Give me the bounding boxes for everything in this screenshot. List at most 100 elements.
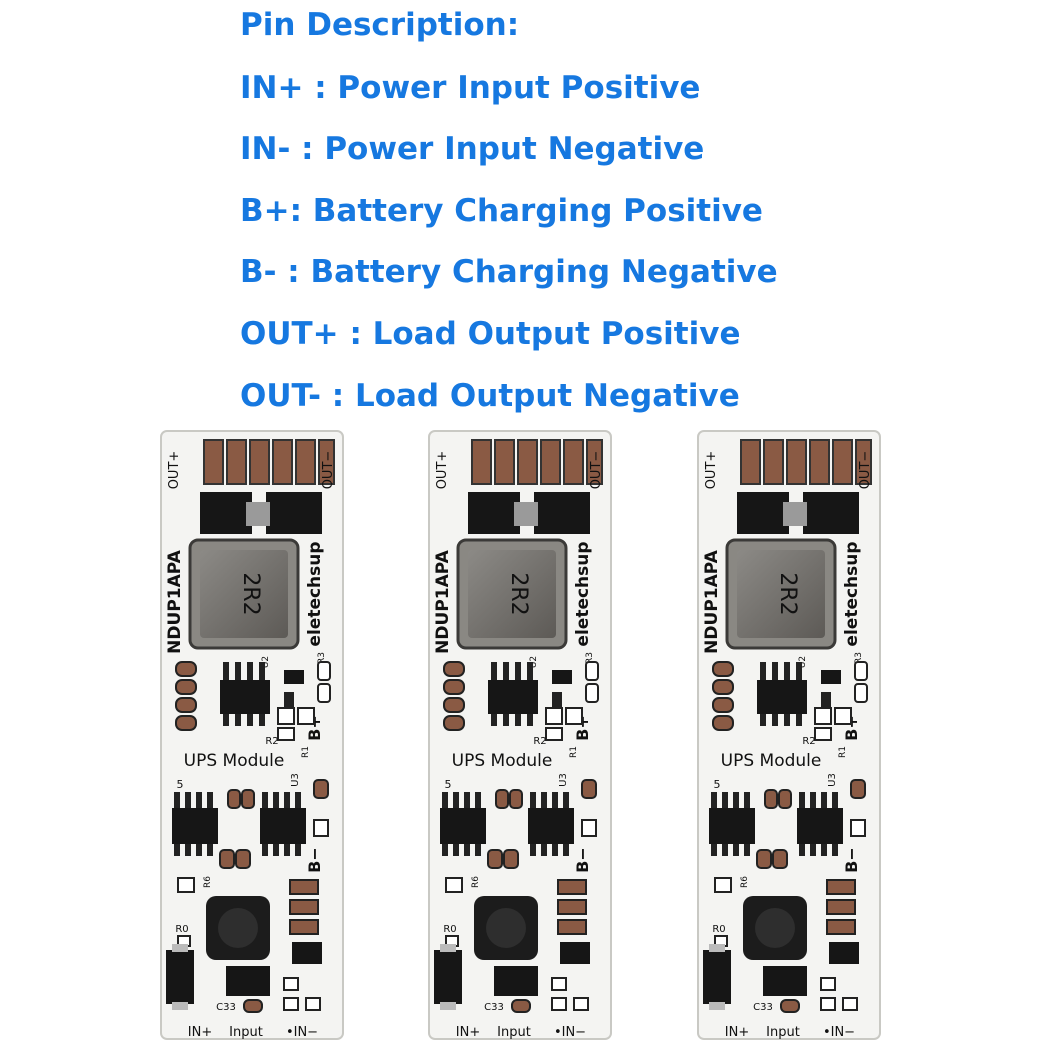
in-plus-label: IN+ — [188, 1025, 212, 1040]
ups-module-label: UPS Module — [452, 751, 553, 771]
out-plus-label: OUT+ — [435, 451, 450, 490]
output-capacitors — [471, 439, 603, 485]
ref-c33: C33 — [753, 1002, 773, 1013]
ref-c33: C33 — [484, 1002, 504, 1013]
out-plus-label: OUT+ — [167, 451, 182, 490]
input-label: Input — [497, 1025, 531, 1040]
input-diode — [166, 944, 194, 1010]
ref-r0: R0 — [175, 924, 188, 935]
mosfet-left — [200, 492, 252, 534]
pin-in-plus-description: IN+ : Power Input Positive — [240, 69, 701, 106]
pin-description-heading: Pin Description: — [240, 7, 520, 43]
input-label: Input — [229, 1025, 263, 1040]
pin-out-minus-description: OUT- : Load Output Negative — [240, 377, 740, 414]
ref-5: 5 — [445, 778, 452, 791]
main-inductor: 2R2 — [725, 538, 837, 650]
ref-r0: R0 — [712, 924, 725, 935]
small-inductor — [206, 896, 270, 960]
ref-r1: R1 — [301, 746, 311, 758]
main-inductor: 2R2 — [456, 538, 568, 650]
ref-r6: R6 — [740, 876, 750, 888]
ref-u2: U2 — [261, 656, 271, 668]
brand-label: eletechsup — [842, 541, 862, 646]
mosfet-right — [266, 492, 322, 534]
left-capacitors — [443, 661, 465, 731]
ic-u3 — [528, 792, 574, 856]
in-minus-label: •IN− — [823, 1025, 855, 1040]
input-mosfet — [494, 966, 538, 996]
ref-r2: R2 — [265, 736, 278, 747]
inductor-mark: 2R2 — [506, 572, 531, 615]
input-diode — [703, 944, 731, 1010]
ref-u2: U2 — [529, 656, 539, 668]
in-plus-label: IN+ — [456, 1025, 480, 1040]
input-label: Input — [766, 1025, 800, 1040]
ref-r1: R1 — [569, 746, 579, 758]
right-capacitors — [826, 879, 856, 935]
left-capacitors — [175, 661, 197, 731]
out-minus-label: OUT− — [589, 451, 604, 490]
small-inductor — [474, 896, 538, 960]
left-capacitors — [712, 661, 734, 731]
ref-u3: U3 — [290, 773, 301, 787]
pin-description: Pin Description: IN+ : Power Input Posit… — [240, 0, 1020, 431]
ic-u3 — [797, 792, 843, 856]
small-ic — [829, 942, 859, 964]
ref-r6: R6 — [471, 876, 481, 888]
pin-b-plus-description: B+: Battery Charging Positive — [240, 192, 763, 229]
mosfet-left — [468, 492, 520, 534]
ups-board-1: 2R2 NDUP1APA eletechsup OUT+ OUT− B+ B− … — [160, 430, 344, 1042]
brand-label: eletechsup — [573, 541, 593, 646]
ic-u1 — [488, 662, 538, 726]
in-minus-label: •IN− — [286, 1025, 318, 1040]
b-minus-label: B− — [842, 847, 861, 873]
inductor-mark: 2R2 — [238, 572, 263, 615]
ups-board-3: 2R2 NDUP1APA eletechsup OUT+ OUT− B+ B− … — [697, 430, 881, 1042]
output-capacitors — [740, 439, 872, 485]
ref-c33: C33 — [216, 1002, 236, 1013]
out-minus-label: OUT− — [321, 451, 336, 490]
output-capacitors — [203, 439, 335, 485]
mosfet-left — [737, 492, 789, 534]
ic-u3 — [260, 792, 306, 856]
small-ic — [292, 942, 322, 964]
ic-u4 — [709, 792, 755, 856]
b-minus-label: B− — [305, 847, 324, 873]
board-photos: 2R2 NDUP1APA eletechsup OUT+ OUT− B+ B− … — [0, 426, 1050, 1050]
pin-out-plus-description: OUT+ : Load Output Positive — [240, 315, 741, 352]
ref-u3: U3 — [558, 773, 569, 787]
input-mosfet — [763, 966, 807, 996]
ups-module-label: UPS Module — [721, 751, 822, 771]
out-minus-label: OUT− — [858, 451, 873, 490]
ups-module-label: UPS Module — [184, 751, 285, 771]
ref-r0: R0 — [443, 924, 456, 935]
inductor-mark: 2R2 — [775, 572, 800, 615]
small-inductor — [743, 896, 807, 960]
ref-r3: R3 — [317, 652, 327, 664]
mosfet-right — [534, 492, 590, 534]
model-label: NDUP1APA — [702, 549, 722, 653]
main-inductor: 2R2 — [188, 538, 300, 650]
ref-r3: R3 — [854, 652, 864, 664]
input-diode — [434, 944, 462, 1010]
small-ic — [560, 942, 590, 964]
mosfet-right — [803, 492, 859, 534]
ref-u2: U2 — [798, 656, 808, 668]
ref-5: 5 — [177, 778, 184, 791]
pin-in-minus-description: IN- : Power Input Negative — [240, 131, 705, 168]
ic-u1 — [757, 662, 807, 726]
model-label: NDUP1APA — [433, 549, 453, 653]
in-plus-label: IN+ — [725, 1025, 749, 1040]
ref-r1: R1 — [838, 746, 848, 758]
b-minus-label: B− — [573, 847, 592, 873]
right-capacitors — [557, 879, 587, 935]
right-capacitors — [289, 879, 319, 935]
ref-u3: U3 — [827, 773, 838, 787]
ups-board-2: 2R2 NDUP1APA eletechsup OUT+ OUT− B+ B− … — [428, 430, 612, 1042]
brand-label: eletechsup — [305, 541, 325, 646]
ref-r6: R6 — [203, 876, 213, 888]
pin-b-minus-description: B- : Battery Charging Negative — [240, 254, 778, 291]
ic-u4 — [440, 792, 486, 856]
ic-u1 — [220, 662, 270, 726]
input-mosfet — [226, 966, 270, 996]
